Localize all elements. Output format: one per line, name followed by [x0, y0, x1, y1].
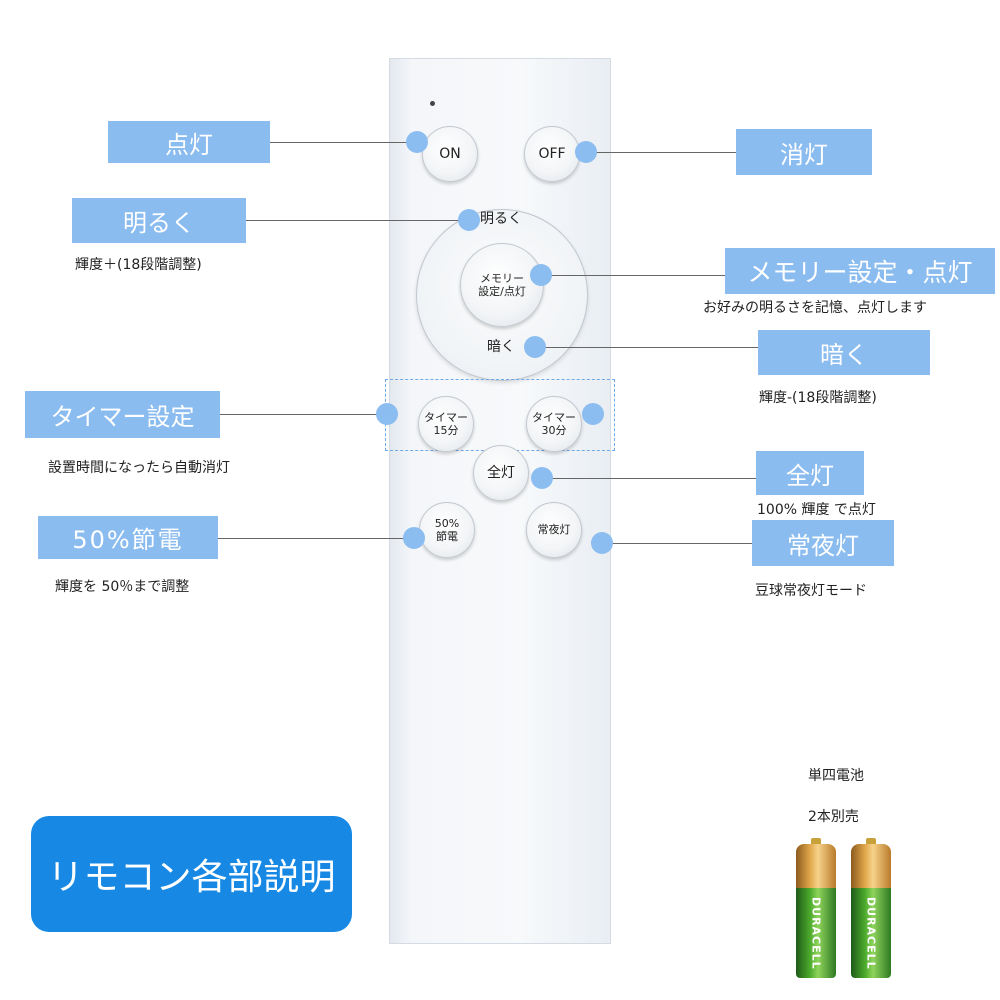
remote-control-body [389, 58, 611, 944]
leader-line-timer [220, 414, 384, 415]
battery-image: DURACELL [796, 838, 836, 978]
memory-button-label-1: メモリー [480, 271, 524, 285]
brighter-button[interactable]: 明るく [480, 211, 522, 227]
night-light-label: 常夜灯 [537, 523, 571, 537]
full-light-button[interactable]: 全灯 [473, 445, 529, 501]
note-full: 100% 輝度 で点灯 [757, 502, 876, 518]
note-memory: お好みの明るさを記憶、点灯します [703, 300, 927, 316]
leader-line-off [586, 152, 736, 153]
label-energy-save: 50%節電 [38, 516, 218, 559]
timer-15-label-1: タイマー [424, 410, 468, 424]
leader-line-on [270, 142, 418, 143]
battery-image: DURACELL [851, 838, 891, 978]
leader-line-night [600, 543, 752, 544]
darker-button[interactable]: 暗く [487, 339, 515, 355]
label-darker: 暗く [758, 330, 930, 375]
note-brighter: 輝度＋(18段階調整) [75, 257, 202, 273]
night-light-button[interactable]: 常夜灯 [526, 502, 582, 558]
label-brighter: 明るく [72, 198, 246, 243]
label-light-on: 点灯 [108, 121, 270, 163]
note-energy-save: 輝度を 50％まで調整 [55, 579, 190, 595]
note-timer: 設置時間になったら自動消灯 [48, 460, 230, 476]
off-button-label: OFF [538, 145, 566, 162]
timer-15-label-2: 15分 [433, 424, 459, 437]
timer-30-button[interactable]: タイマー 30分 [526, 396, 582, 452]
leader-line-save [218, 538, 414, 539]
energy-save-label-1: 50% [434, 516, 460, 530]
on-button[interactable]: ON [422, 126, 478, 182]
note-night: 豆球常夜灯モード [755, 583, 867, 599]
label-full: 全灯 [756, 451, 864, 495]
label-light-off: 消灯 [736, 129, 872, 175]
battery-brand-logo: DURACELL [864, 896, 878, 970]
page-title: リモコン各部説明 [31, 816, 352, 932]
marker-dot-full [531, 467, 553, 489]
off-button[interactable]: OFF [524, 126, 580, 182]
battery-brand-logo: DURACELL [809, 896, 823, 970]
energy-save-label-2: 節電 [436, 530, 458, 543]
note-darker: 輝度-(18段階調整) [759, 390, 877, 406]
memory-button-label-2: 設定/点灯 [478, 285, 526, 298]
memory-button[interactable]: メモリー 設定/点灯 [460, 243, 544, 327]
marker-dot-night [591, 532, 613, 554]
marker-dot-on [406, 131, 428, 153]
marker-dot-timer-30 [582, 403, 604, 425]
led-indicator [430, 101, 435, 106]
label-memory: メモリー設定・点灯 [725, 248, 995, 294]
battery-type-text: 単四電池 [808, 768, 864, 784]
on-button-label: ON [439, 145, 461, 162]
marker-dot-off [575, 141, 597, 163]
timer-30-label-1: タイマー [532, 410, 576, 424]
leader-line-darker [534, 347, 758, 348]
marker-dot-darker [524, 336, 546, 358]
leader-line-memory [541, 275, 727, 276]
leader-line-full [542, 478, 756, 479]
timer-30-label-2: 30分 [541, 424, 567, 437]
timer-15-button[interactable]: タイマー 15分 [418, 396, 474, 452]
leader-line-brighter [246, 220, 470, 221]
full-light-label: 全灯 [487, 464, 515, 481]
label-night: 常夜灯 [752, 520, 894, 566]
marker-dot-brighter [458, 209, 480, 231]
marker-dot-save [403, 527, 425, 549]
marker-dot-timer-15 [376, 403, 398, 425]
marker-dot-memory [530, 264, 552, 286]
energy-save-button[interactable]: 50% 節電 [419, 502, 475, 558]
label-timer: タイマー設定 [25, 391, 220, 438]
battery-note-text: 2本別売 [808, 809, 859, 825]
